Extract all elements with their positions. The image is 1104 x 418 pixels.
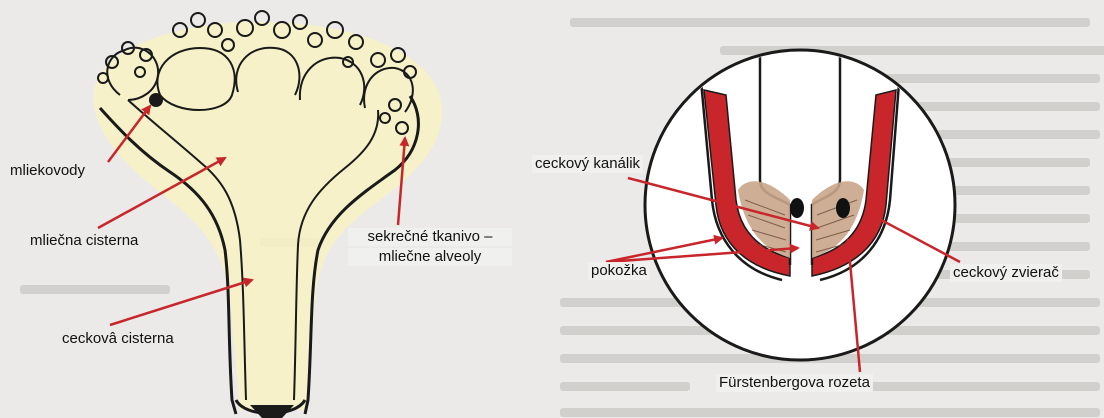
udder-section — [94, 11, 442, 418]
label-ceckovy-kanalik: ceckový kanálik — [532, 155, 643, 173]
label-mliecna-cisterna: mliečna cisterna — [30, 232, 138, 250]
label-sekrecne-tkanivo-line1: sekrečné tkanivo – — [348, 228, 512, 246]
label-sekrecne-tkanivo-line2: mliečne alveoly — [348, 248, 512, 266]
duct-junction — [149, 93, 163, 107]
canal-tip-right — [836, 198, 850, 218]
teat-tip-dark — [250, 405, 294, 418]
label-ceckovy-zvierac: ceckový zvierač — [950, 264, 1062, 282]
label-pokozka: pokožka — [588, 262, 650, 280]
canal-tip-left — [790, 198, 804, 218]
label-mliekovody: mliekovody — [10, 162, 85, 180]
udder-background-glow — [94, 22, 442, 410]
label-ceckova-cisterna: ceckovâ cisterna — [62, 330, 174, 348]
teat-canal-section — [645, 50, 955, 360]
label-furstenbergova-rozeta: Fürstenbergova rozeta — [716, 374, 873, 392]
